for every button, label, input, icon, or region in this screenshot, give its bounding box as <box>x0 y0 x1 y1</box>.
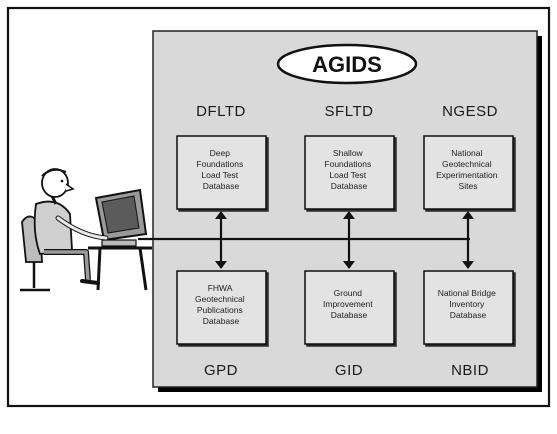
database-box-gid: Ground Improvement Database <box>304 270 395 345</box>
person-at-computer-icon <box>20 168 152 292</box>
database-box-ngesd: National Geotechnical Experimentation Si… <box>423 135 514 210</box>
title-ellipse <box>276 43 418 85</box>
system-title: AGIDS <box>312 52 382 77</box>
connection-bus <box>138 211 474 269</box>
arrowhead-down-middle <box>343 261 355 269</box>
database-box-gpd: FHWA Geotechnical Publications Database <box>176 270 267 345</box>
database-box-dfltd: Deep Foundations Load Test Database <box>176 135 267 210</box>
arrowhead-down-right <box>462 261 474 269</box>
svg-text:Shallow Foundations: Shallow Foundations Load Test Database <box>324 148 373 191</box>
svg-text:National Geotechnical: National Geotechnical Experimentation Si… <box>436 148 500 191</box>
svg-text:National Bridge Inventor: National Bridge Inventory Database <box>438 288 499 320</box>
acronym-sfltd: SFLTD <box>325 103 374 120</box>
acronym-gid: GID <box>335 362 363 379</box>
acronym-gpd: GPD <box>204 362 238 379</box>
acronym-ngesd: NGESD <box>442 103 498 120</box>
database-box-nbid: National Bridge Inventory Database <box>423 270 514 345</box>
acronym-dfltd: DFLTD <box>196 103 246 120</box>
svg-text:Ground Improvement: Ground Improvement Database <box>323 288 375 320</box>
acronym-nbid: NBID <box>451 362 489 379</box>
arrowhead-up-right <box>462 211 474 219</box>
arrowhead-down-left <box>215 261 227 269</box>
svg-text:Deep Foundations L: Deep Foundations Load Test Database <box>196 148 245 191</box>
arrowhead-up-middle <box>343 211 355 219</box>
svg-text:FHWA Geotechnical: FHWA Geotechnical Publications Database <box>195 283 247 326</box>
database-box-sfltd: Shallow Foundations Load Test Database <box>304 135 395 210</box>
arrowhead-up-left <box>215 211 227 219</box>
